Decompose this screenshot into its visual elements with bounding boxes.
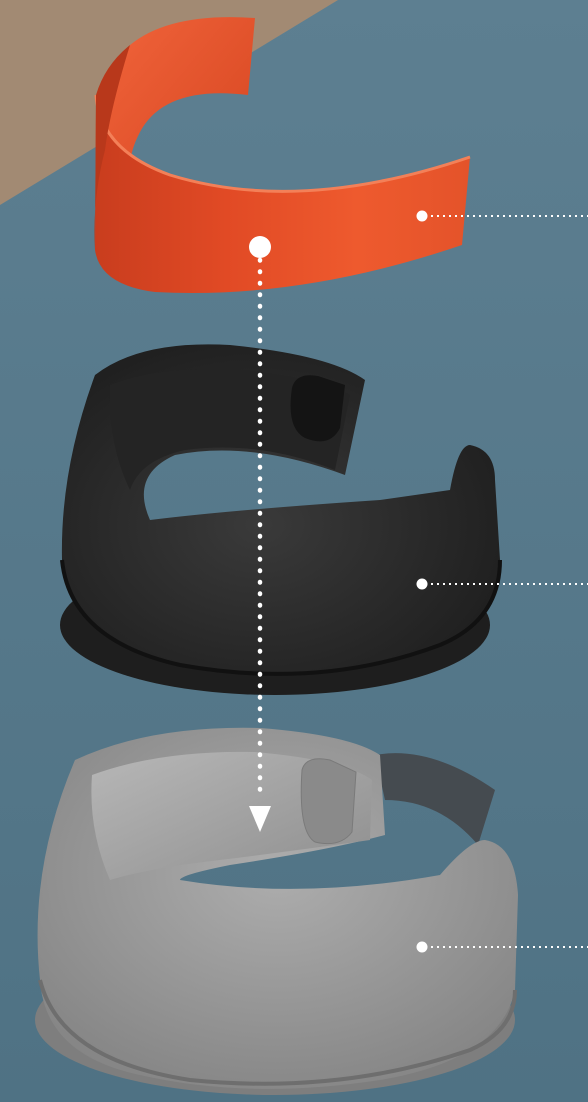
grey-collar — [35, 728, 518, 1095]
arrow-start-dot — [249, 236, 271, 258]
black-foam-pocket — [291, 375, 345, 441]
dot-icon — [417, 579, 428, 590]
dot-icon — [417, 942, 428, 953]
grey-collar-pocket — [301, 759, 356, 844]
dot-icon — [417, 211, 428, 222]
